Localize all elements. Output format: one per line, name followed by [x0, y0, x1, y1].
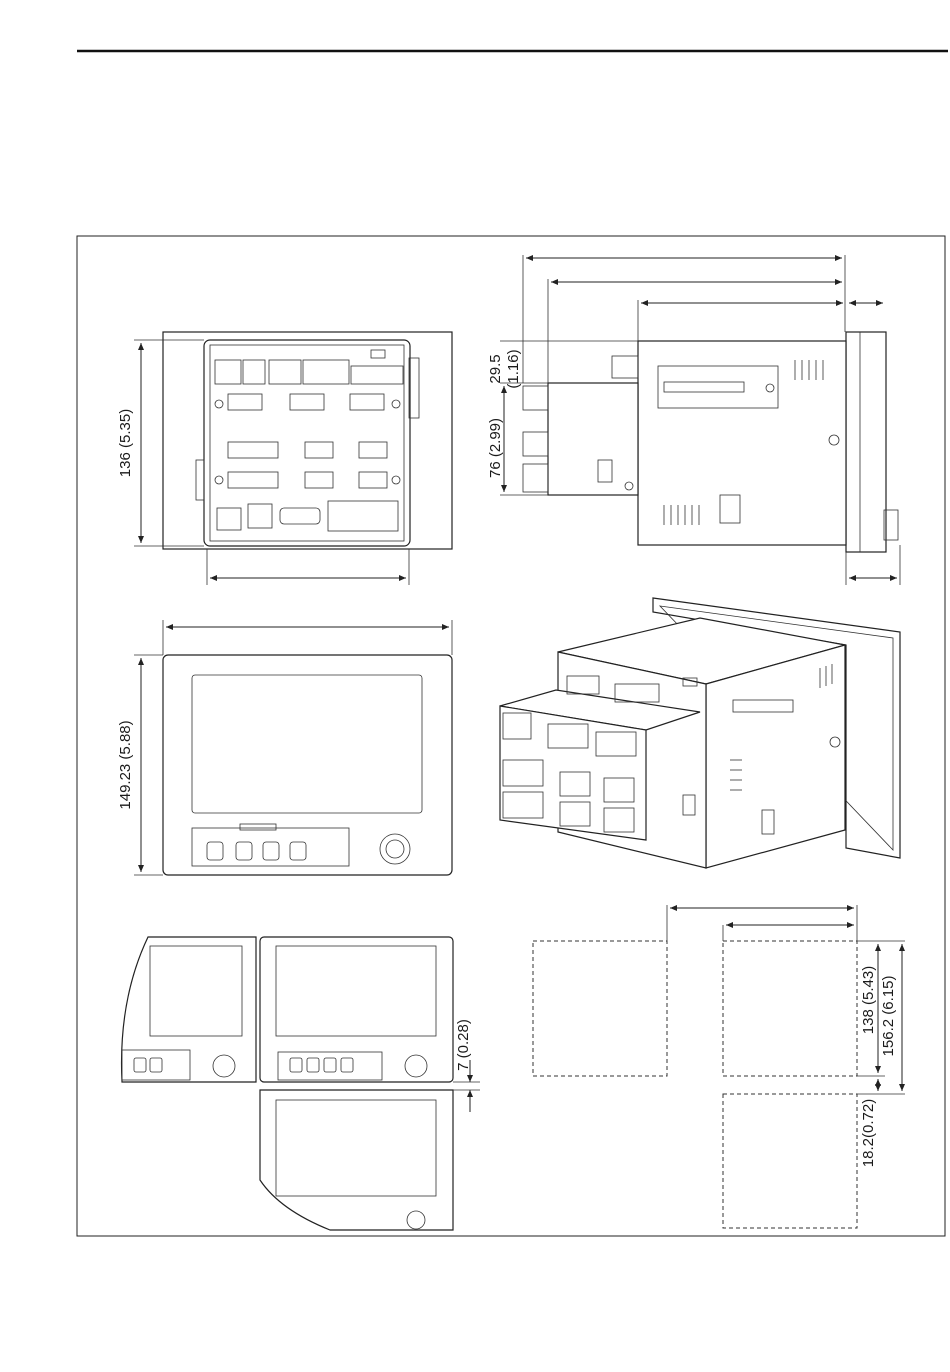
panel-cutout-view: 138 (5.43) 156.2 (6.15) 18.2(0.72) — [533, 905, 905, 1228]
side-view: 29.5 (1.16) 76 (2.99) — [487, 255, 900, 585]
cutout-pitch-label: 156.2 (6.15) — [880, 976, 897, 1057]
panel-mounting-view: 7 (0.28) — [122, 937, 480, 1230]
front-height-label: 149.23 (5.88) — [117, 720, 134, 809]
rear-height-label: 136 (5.35) — [117, 409, 134, 477]
cutout-gap-label: 18.2(0.72) — [860, 1099, 877, 1167]
isometric-view — [500, 598, 900, 868]
rear-view: 136 (5.35) — [117, 332, 452, 585]
top-offset-label-a: 29.5 — [487, 354, 504, 383]
top-offset-label-b: (1.16) — [505, 349, 522, 388]
front-view: 149.23 (5.88) — [117, 620, 452, 875]
cutout-height-label: 138 (5.43) — [860, 966, 877, 1034]
side-height-label: 76 (2.99) — [487, 418, 504, 478]
mount-spacing-label: 7 (0.28) — [455, 1019, 472, 1071]
